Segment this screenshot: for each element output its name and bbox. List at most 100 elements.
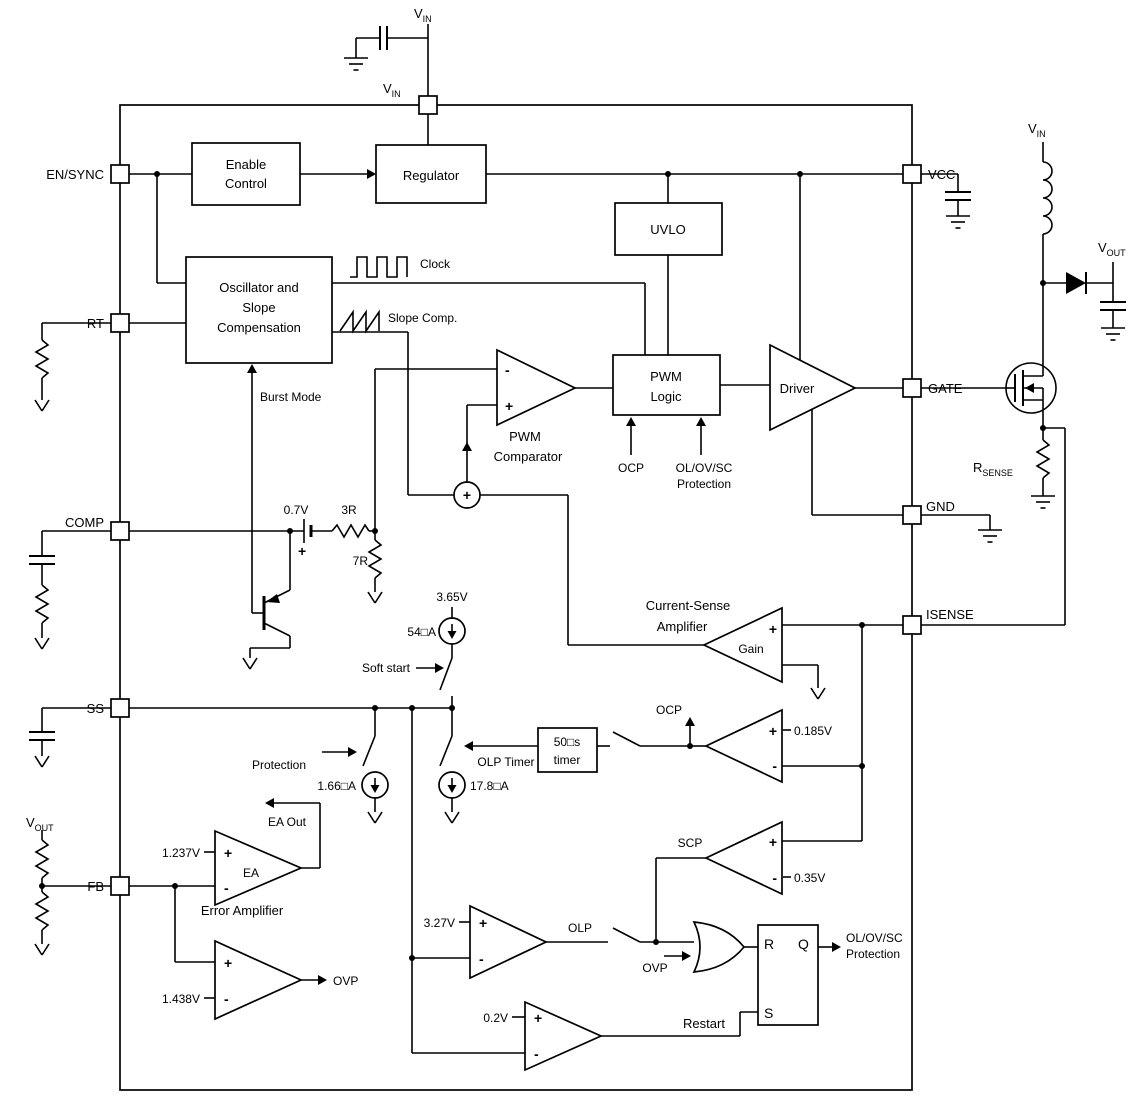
plus-sign: + bbox=[534, 1010, 542, 1026]
latch-r-label: R bbox=[764, 936, 774, 952]
olp-timer-label: OLP Timer bbox=[477, 755, 534, 769]
resistor-icon bbox=[34, 339, 50, 379]
i178-label: 17.8□A bbox=[470, 779, 509, 793]
oscillator-label1: Oscillator and bbox=[219, 280, 298, 295]
error-amplifier-caption: Error Amplifier bbox=[201, 903, 284, 918]
current-sense-amplifier: + Gain Current-Sense Amplifier bbox=[480, 494, 903, 700]
diode-icon bbox=[1066, 272, 1086, 294]
csa-label2: Amplifier bbox=[657, 619, 708, 634]
r7-label: 7R bbox=[353, 554, 369, 568]
restart-label: Restart bbox=[683, 1016, 725, 1031]
fb-pin bbox=[110, 876, 130, 896]
oscillator-label2: Slope bbox=[242, 300, 275, 315]
enable-control-label: Enable bbox=[226, 157, 266, 172]
plus-sign: + bbox=[224, 845, 232, 861]
olovsc-output-label2: Protection bbox=[846, 947, 900, 961]
minus-sign: - bbox=[224, 991, 229, 1007]
scp-label: SCP bbox=[678, 836, 703, 850]
burst-mode-label: Burst Mode bbox=[260, 390, 322, 404]
protection-label: Protection bbox=[252, 758, 306, 772]
driver-label: Driver bbox=[780, 381, 815, 396]
comp-pin bbox=[110, 521, 130, 541]
v1237-label: 1.237V bbox=[162, 846, 200, 860]
latch-s-label: S bbox=[764, 1005, 773, 1021]
rsense-resistor-icon bbox=[1035, 439, 1051, 479]
pwm-comparator: - + PWM Comparator bbox=[375, 348, 613, 464]
arrowhead-icon bbox=[247, 364, 257, 373]
pwm-comparator-label2: Comparator bbox=[494, 449, 563, 464]
pwm-comparator-label1: PWM bbox=[509, 429, 541, 444]
arrowhead-icon bbox=[682, 951, 691, 961]
arrowhead-icon bbox=[626, 417, 636, 426]
resistor-icon bbox=[34, 584, 50, 624]
minus-sign: - bbox=[479, 951, 484, 967]
vout-label-left: VOUT bbox=[26, 815, 54, 833]
burst-mode-transistor bbox=[242, 531, 291, 670]
en-sync-label: EN/SYNC bbox=[46, 167, 104, 182]
plus-sign: + bbox=[224, 955, 232, 971]
vin-label-top: VIN bbox=[414, 6, 432, 24]
ground-icon bbox=[344, 57, 368, 71]
burst-mode-signal: Burst Mode bbox=[247, 364, 322, 613]
ss-pin bbox=[110, 698, 130, 718]
v365-label: 3.65V bbox=[436, 590, 467, 604]
rail-arrow-icon bbox=[367, 591, 383, 604]
minus-sign: - bbox=[505, 362, 510, 378]
comp-external-network bbox=[29, 530, 111, 650]
rail-arrow-icon bbox=[444, 811, 460, 824]
plus-sign: + bbox=[463, 487, 471, 503]
capacitor-icon bbox=[29, 555, 55, 565]
arrowhead-icon bbox=[685, 717, 695, 726]
minus-sign: - bbox=[534, 1046, 539, 1062]
resistor-icon bbox=[34, 839, 50, 879]
i166-label: 1.66□A bbox=[317, 779, 356, 793]
switch-icon bbox=[439, 657, 453, 691]
clock-signal: Clock bbox=[332, 256, 646, 355]
arrowhead-icon bbox=[367, 169, 376, 179]
regulator-label: Regulator bbox=[403, 168, 460, 183]
arrowhead-icon bbox=[435, 663, 444, 673]
driver-block: Driver bbox=[720, 343, 903, 516]
minus-sign: - bbox=[224, 880, 229, 896]
summing-junction: + bbox=[453, 405, 481, 509]
current-source-icon bbox=[438, 617, 466, 645]
protection-network: 1.66□A Protection bbox=[252, 708, 389, 824]
olovsc-input-label1: OL/OV/SC bbox=[676, 461, 733, 475]
clock-label: Clock bbox=[420, 257, 451, 271]
isense-label: ISENSE bbox=[926, 607, 974, 622]
ground-icon bbox=[1031, 495, 1055, 509]
rail-arrow-icon bbox=[34, 399, 50, 412]
ea-out-label: EA Out bbox=[268, 815, 307, 829]
enable-control-block: Enable Control bbox=[191, 142, 301, 206]
gnd-label: GND bbox=[926, 499, 955, 514]
rt-pin bbox=[110, 313, 130, 333]
gain-label: Gain bbox=[738, 642, 763, 656]
pwm-logic-label2: Logic bbox=[650, 389, 682, 404]
vin-label-right: VIN bbox=[1028, 121, 1046, 139]
uvlo-label: UVLO bbox=[650, 222, 685, 237]
gate-pin bbox=[902, 378, 922, 398]
timer-block: 50□s timer OLP Timer bbox=[464, 727, 690, 773]
isense-pin bbox=[902, 615, 922, 635]
capacitor-icon bbox=[379, 26, 388, 50]
current-source-icon bbox=[438, 771, 466, 799]
ground-icon bbox=[946, 215, 970, 229]
junction-dots bbox=[39, 171, 1046, 961]
scp-comparator: + - 0.35V SCP bbox=[655, 625, 863, 942]
timer-label1: 50□s bbox=[554, 735, 581, 749]
capacitor-icon bbox=[1100, 301, 1126, 311]
rail-arrow-icon bbox=[810, 687, 826, 700]
plus-sign: + bbox=[769, 621, 777, 637]
arrowhead-icon bbox=[462, 442, 472, 451]
ocp-input-label: OCP bbox=[618, 461, 644, 475]
ss-external-network bbox=[29, 707, 111, 768]
fb-external-divider: VOUT bbox=[26, 815, 111, 956]
current-source-icon bbox=[361, 771, 389, 799]
rail-arrow-icon bbox=[242, 657, 258, 670]
plus-sign: + bbox=[769, 834, 777, 850]
en-sync-pin bbox=[110, 164, 130, 184]
uvlo-block: UVLO bbox=[614, 202, 723, 256]
ocp-output-label: OCP bbox=[656, 703, 682, 717]
v327-label: 3.27V bbox=[424, 916, 455, 930]
